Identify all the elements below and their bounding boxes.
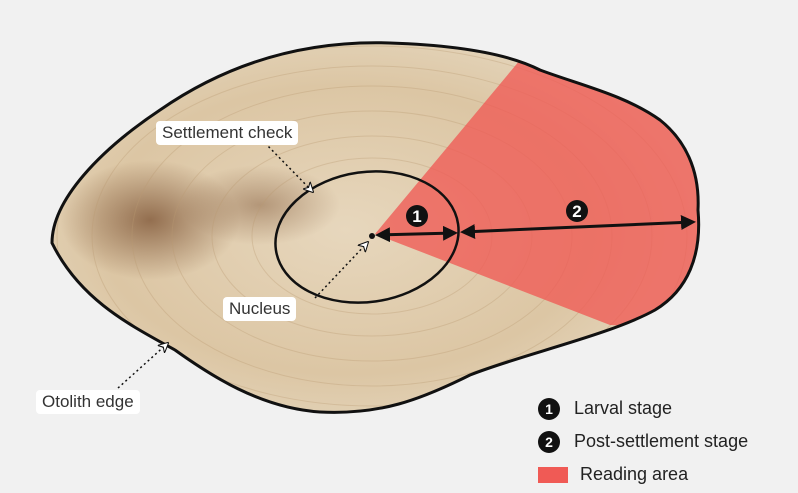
- legend-marker-2: 2: [538, 431, 560, 453]
- larval-stage-arrow: [378, 233, 455, 235]
- otolith-edge-pointer: [118, 343, 168, 388]
- legend: 1 Larval stage 2 Post-settlement stage R…: [538, 392, 748, 491]
- legend-marker-1: 1: [538, 398, 560, 420]
- marker-1-text: 1: [412, 207, 421, 226]
- legend-item-reading-area: Reading area: [538, 458, 748, 491]
- legend-swatch-reading-area: [538, 467, 568, 483]
- settlement-check-label: Settlement check: [156, 121, 298, 145]
- otolith-edge-label: Otolith edge: [36, 390, 140, 414]
- legend-item-post-settlement: 2 Post-settlement stage: [538, 425, 748, 458]
- legend-label-reading-area: Reading area: [580, 464, 688, 485]
- legend-label-larval: Larval stage: [574, 398, 672, 419]
- dark-band-center: [180, 165, 340, 245]
- marker-2-text: 2: [572, 202, 581, 221]
- legend-item-larval: 1 Larval stage: [538, 392, 748, 425]
- legend-label-post-settlement: Post-settlement stage: [574, 431, 748, 452]
- nucleus-label: Nucleus: [223, 297, 296, 321]
- nucleus-point: [369, 233, 375, 239]
